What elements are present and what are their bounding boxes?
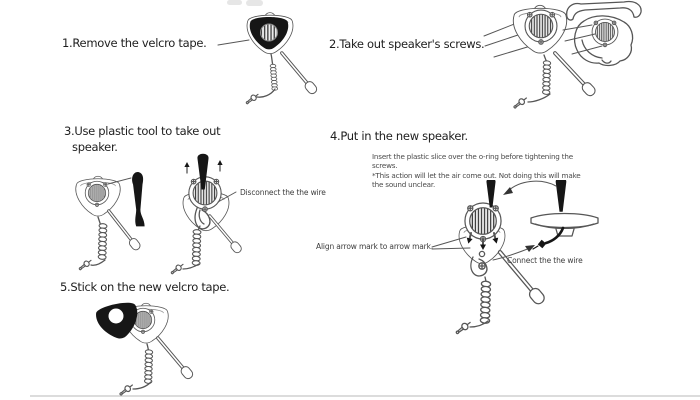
step3-title-line1: 3.Use plastic tool to take out [64,124,221,138]
step3-illustration [75,153,244,277]
headset-unit-install [431,180,548,337]
headset-unit-open [483,4,598,111]
new-speaker-side-view [492,180,599,261]
speaker-lifted-out [169,153,244,277]
headset-unit [117,302,195,398]
mic-boom [205,211,244,255]
curved-move-arrow [506,180,557,193]
note-line: screws. [372,161,398,171]
speaker-grille [260,23,278,42]
speaker-wire-loop [470,256,488,277]
up-arrow [216,159,224,172]
step1-title: 1.Remove the velcro tape. [62,36,207,50]
step1-illustration [217,12,319,107]
jack-connector [453,319,473,337]
coil-wire [269,63,278,91]
velcro-pad-hole [108,308,124,324]
coil-wire [476,280,495,325]
leader-line [571,45,603,55]
leader-line [107,177,132,185]
plastic-tool [131,171,146,228]
note-line: Insert the plastic slice over the o-ring… [372,152,573,161]
step4-note: Insert the plastic slice over the o-ring… [372,152,581,190]
up-arrow [183,161,191,174]
mic-boom [153,333,195,381]
step3-title-line2: speaker. [72,140,118,154]
jack-connector [244,91,261,107]
leader-line [217,191,237,203]
scan-edge-bottom [30,395,700,397]
leader-line [562,24,593,31]
new-velcro-pad [95,299,143,343]
coil-wire [539,59,554,96]
annotation-disconnect-wire: Disconnect the the wire [240,188,326,197]
plastic-slice-tool [555,180,567,213]
leader-line [431,247,471,250]
step2-title: 2.Take out speaker's screws. [329,37,485,51]
annotation-align-marks: Align arrow mark to arrow mark. [316,242,434,251]
step4-title: 4.Put in the new speaker. [330,129,468,143]
jack-connector [117,382,135,398]
step5-illustration [95,299,195,398]
leader-line [564,33,596,42]
note-line: *This action will let the air come out. … [372,170,581,180]
helmet-clamp [566,0,642,21]
coil-wire [95,222,111,261]
scan-artifact-top [246,0,263,6]
leader-line [431,236,467,248]
step4-illustration [431,180,599,337]
step5-title: 5.Stick on the new velcro tape. [60,280,230,294]
jack-connector [511,95,529,111]
bottom-screw [478,262,486,270]
coil-wire [141,348,156,385]
speaker-black-wire [544,226,565,245]
speaker-wire-loop [194,205,211,230]
scan-artifact-top [227,0,242,5]
clamp-mount-unit [562,0,642,67]
leader-line [217,39,250,46]
note-line: the sound unclear. [372,180,436,190]
headset-unit [244,12,319,107]
annotation-connect-wire: Connect the the wire [507,256,583,265]
mic-boom [277,48,319,96]
coil-wire [189,228,205,267]
headset-unit-with-tool [75,171,146,273]
step2-illustration [483,0,642,111]
